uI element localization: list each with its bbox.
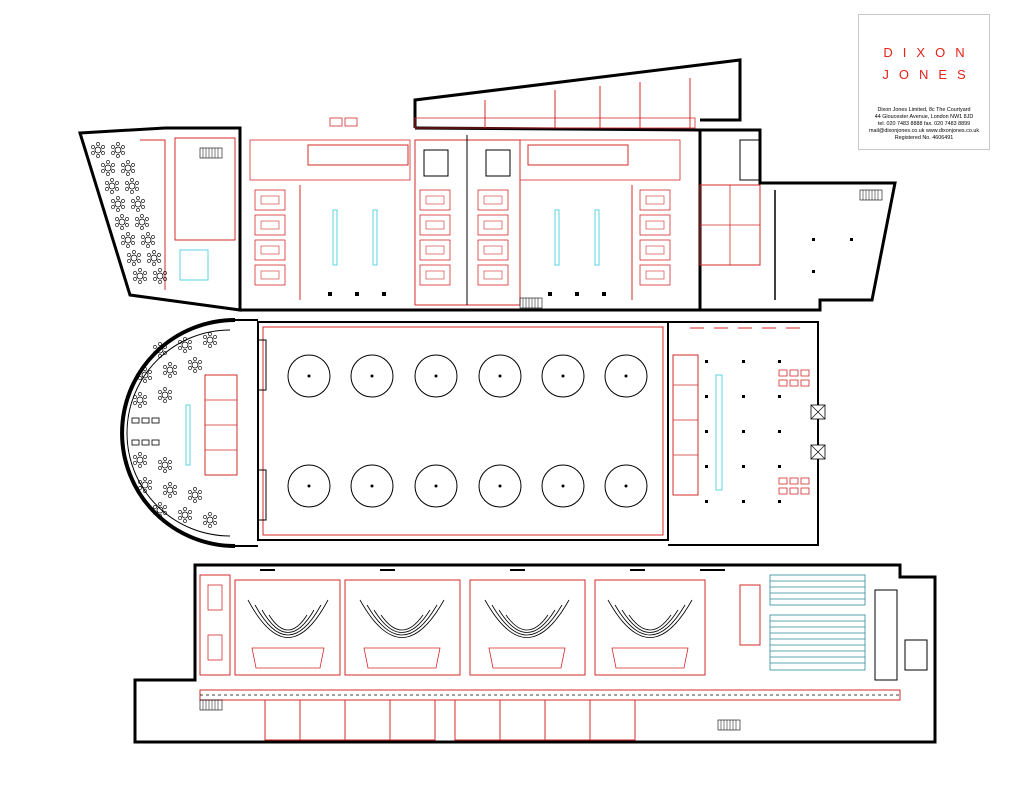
fire-escape-stair-icon — [199, 147, 223, 159]
brand-name-line1: DIXON — [883, 45, 975, 60]
auditorium-seating-icon — [469, 579, 586, 676]
auditorium-seating-icon — [344, 579, 461, 676]
fire-escape-stair-icon — [199, 699, 223, 711]
address-line: Dixon Jones Limited, 8c The Courtyard — [877, 107, 971, 113]
address-line: Registered No. 4606491 — [894, 135, 954, 141]
address-line: mail@dixonjones.co.uk www.dixonjones.co.… — [868, 128, 980, 134]
column-icon — [812, 238, 853, 273]
title-block: DIXON JONES Dixon Jones Limited, 8c The … — [858, 14, 990, 150]
round-banquet-table-icon — [91, 141, 168, 285]
fire-escape-stair-icon — [859, 189, 883, 201]
outer-walls — [78, 58, 937, 744]
top-conference-block — [249, 78, 696, 309]
right-foyer — [672, 327, 826, 503]
column-icon — [328, 292, 606, 296]
address-line: tel. 020 7483 8888 fax. 020 7483 8899 — [877, 121, 971, 127]
main-hall — [257, 326, 664, 536]
auditorium-seating-icon — [234, 579, 341, 676]
fire-escape-stair-icon — [717, 719, 741, 731]
column-icon — [705, 360, 781, 503]
top-right-offices — [699, 139, 883, 300]
semicircle-dining — [126, 329, 238, 537]
auditorium-seating-icon — [594, 579, 706, 676]
cinema-seating — [769, 574, 866, 671]
brand-name-line2: JONES — [882, 67, 976, 82]
company-address: Dixon Jones Limited, 8c The Courtyard 44… — [861, 107, 987, 142]
round-banquet-table-icon — [287, 354, 648, 508]
address-line: 44 Gloucester Avenue, London NW1 8JD — [874, 114, 974, 120]
banquet-wing — [91, 137, 236, 290]
lecture-theatres — [199, 569, 928, 741]
